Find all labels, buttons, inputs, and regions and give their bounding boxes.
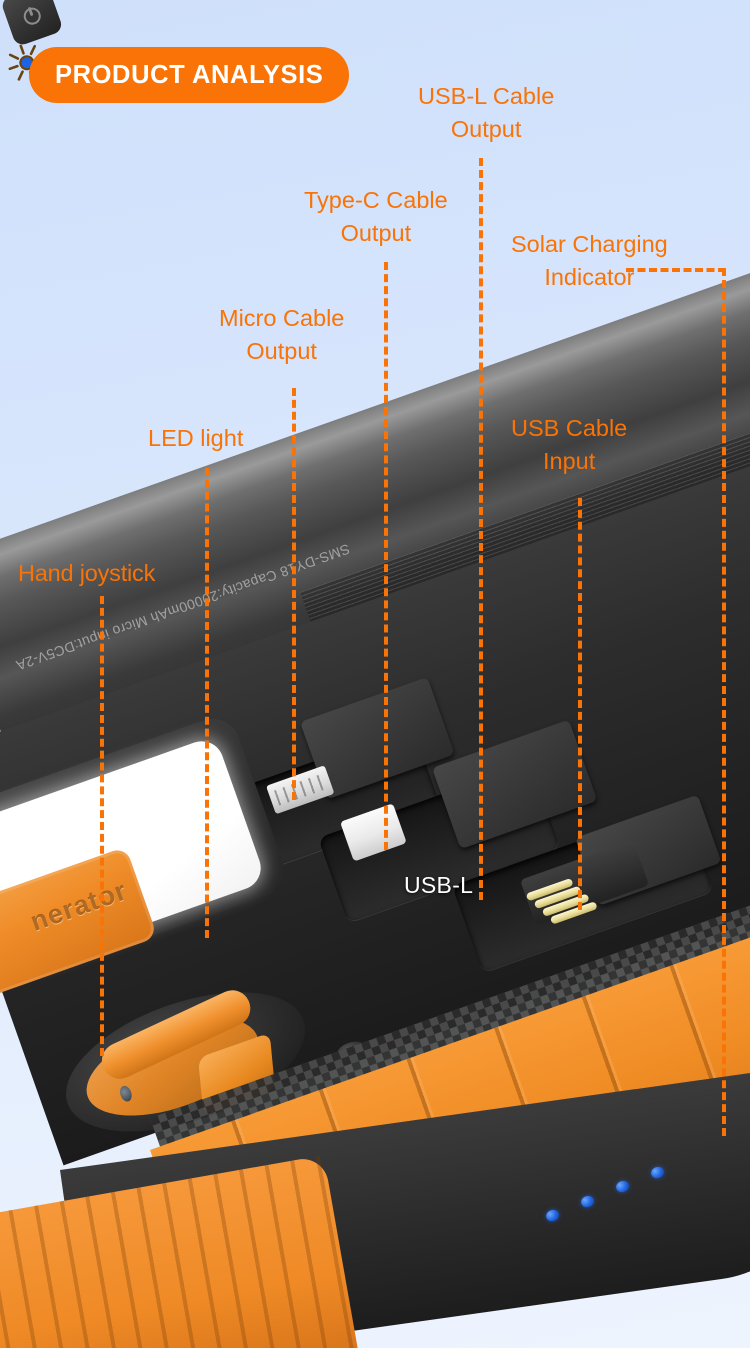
leader-line-hand-joystick (100, 596, 104, 1056)
callout-led-light: LED light (148, 422, 243, 455)
callout-micro-cable-line2: Output (246, 338, 317, 365)
leader-line-solar-charging (722, 268, 726, 1136)
callout-micro-cable-line1: Micro Cable (219, 305, 345, 331)
power-button[interactable] (0, 0, 64, 48)
callout-type-c-cable: Type-C Cable Output (304, 184, 448, 251)
callout-micro-cable: Micro Cable Output (219, 302, 344, 369)
leader-line-micro-cable (292, 388, 296, 800)
callout-type-c-cable-line1: Type-C Cable (304, 187, 448, 213)
callout-usb-l-cable-line1: USB-L Cable (418, 83, 555, 109)
power-icon (23, 7, 41, 25)
leader-line-usb-l-cable (479, 158, 483, 900)
leader-line-led-light (205, 468, 209, 938)
callout-hand-joystick-line1: Hand joystick (18, 560, 156, 586)
callout-led-light-line1: LED light (148, 425, 244, 451)
callout-solar-charging: Solar Charging Indicator (511, 228, 668, 295)
callout-usb-cable: USB Cable Input (511, 412, 627, 479)
callout-type-c-cable-line2: Output (340, 220, 412, 247)
callout-usb-l-cable-line2: Output (450, 116, 522, 143)
callout-solar-charging-line1: Solar Charging (511, 231, 668, 257)
leader-line-type-c-cable (384, 262, 388, 850)
callout-solar-charging-line2: Indicator (544, 264, 635, 291)
callout-usb-l-cable: USB-L Cable Output (418, 80, 554, 147)
usb-l-port-label: USB-L (404, 872, 474, 898)
callout-usb-cable-line2: Input (542, 448, 596, 475)
page-title-badge: PRODUCT ANALYSIS (29, 47, 350, 103)
leader-line-usb-cable (578, 498, 582, 910)
leader-line-solar-elbow (626, 268, 726, 272)
callout-hand-joystick: Hand joystick (18, 557, 155, 590)
callout-usb-cable-line1: USB Cable (511, 415, 628, 441)
orange-grip-ribs (0, 1155, 359, 1348)
